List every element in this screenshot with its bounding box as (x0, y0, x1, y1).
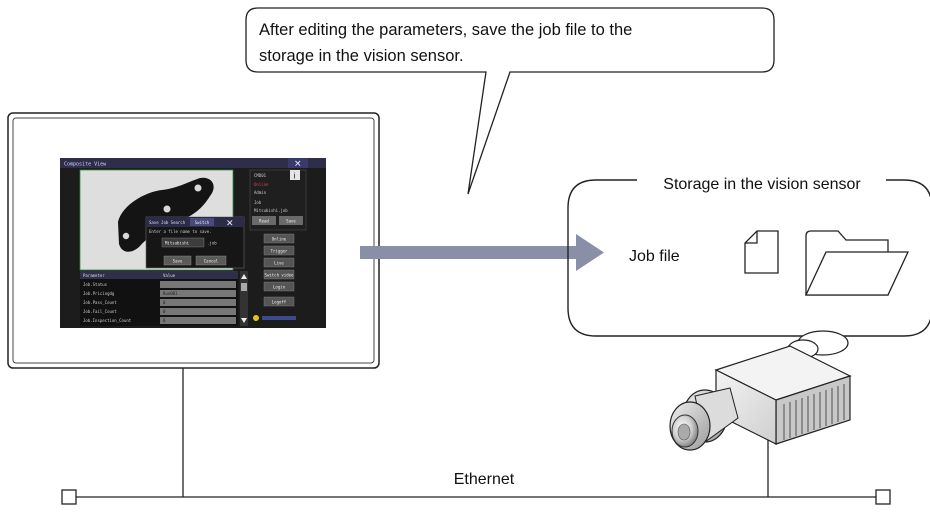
vision-sensor-camera (669, 345, 852, 497)
hmi-screen: Composite View ✕ i CMD01 Online Admin Jo… (60, 158, 326, 328)
callout-line-2: storage in the vision sensor. (259, 47, 464, 65)
row-3-value: 0 (163, 309, 166, 314)
close-icon[interactable]: ✕ (226, 218, 234, 228)
row-2-param: Job.Pass_Count (83, 300, 117, 305)
row-4-param: Job.Inspection_Count (83, 318, 132, 323)
ethernet-label: Ethernet (454, 471, 515, 488)
table-row[interactable]: Job.Pass_Count 0 (83, 299, 236, 306)
table-row[interactable]: Job.Pricingdg Run001 (83, 290, 236, 297)
side-info-3: Job (254, 200, 262, 205)
job-file-label: Job file (629, 248, 680, 265)
row-1-value: Run001 (163, 291, 178, 296)
save-job-dialog: Save Job Search Switch ✕ Enter a file na… (145, 216, 245, 269)
table-header-value: Value (163, 273, 176, 278)
dialog-tab-switch[interactable] (190, 218, 214, 226)
warning-icon (253, 315, 259, 321)
side-info-4: Mitsubishi.job (254, 208, 288, 213)
storage-title: Storage in the vision sensor (663, 176, 861, 193)
hmi-info-button[interactable] (290, 170, 300, 180)
network-terminal-right (875, 489, 891, 505)
table-row[interactable]: Job.Fail_Count 0 (83, 308, 236, 315)
storage-box: Storage in the vision sensor Job file (567, 176, 930, 337)
table-row[interactable]: Job.Inspection_Count 0 (83, 317, 236, 324)
callout-bubble: After editing the parameters, save the j… (245, 7, 775, 195)
save-job-button-label: Save (286, 219, 296, 224)
side-info-1: Online (254, 182, 269, 187)
table-header-parameter: Parameter (83, 273, 105, 278)
save-job-button[interactable] (279, 216, 303, 225)
row-2-value: 0 (163, 300, 166, 305)
filename-extension: .job (207, 241, 217, 246)
read-button-label: Read (259, 219, 269, 224)
network-terminal-left (61, 489, 77, 505)
read-button[interactable] (252, 216, 276, 225)
hmi-tools-button[interactable] (288, 158, 308, 168)
row-3-param: Job.Fail_Count (83, 309, 117, 314)
transfer-arrow (360, 234, 604, 271)
dialog-tab-label: Switch (195, 220, 210, 225)
filename-input-value: Mitsubishi (165, 241, 190, 246)
ethernet-network: Ethernet (61, 368, 891, 505)
online-button-label: Online (272, 237, 287, 242)
filename-input[interactable] (161, 237, 205, 248)
folder-icon (804, 230, 910, 296)
dialog-cancel-label: Cancel (204, 259, 219, 264)
dialog-cancel-button[interactable] (195, 255, 227, 266)
trigger-button[interactable] (263, 245, 295, 256)
dialog-save-button[interactable] (163, 255, 192, 266)
side-buttons: Online Trigger Live Switch video Login L… (263, 233, 295, 307)
table-scrollbar[interactable] (240, 271, 248, 326)
parameter-table: Parameter Value Job.Status Job.Pricingdg… (80, 271, 248, 326)
tools-icon: ✕ (294, 159, 302, 169)
info-icon: i (294, 172, 296, 181)
switch-video-button-label: Switch video (265, 273, 294, 278)
side-info-0: CMD01 (254, 173, 267, 178)
callout-line-1: After editing the parameters, save the j… (259, 21, 632, 39)
row-1-param: Job.Pricingdg (83, 291, 115, 296)
trigger-button-label: Trigger (271, 249, 288, 254)
thought-bubbles (787, 330, 849, 359)
table-row[interactable]: Job.Status (83, 281, 236, 288)
scroll-down-icon[interactable] (241, 318, 247, 323)
live-button-label: Live (274, 261, 284, 266)
dialog-prompt: Enter a file name to save. (149, 229, 212, 234)
switch-video-button[interactable] (263, 269, 295, 280)
live-button[interactable] (263, 257, 295, 268)
document-icon (744, 230, 779, 274)
online-button[interactable] (263, 233, 295, 244)
scroll-up-icon[interactable] (241, 274, 247, 279)
logoff-button-label: Logoff (272, 300, 287, 305)
workpiece-shape (118, 177, 214, 252)
logoff-button[interactable] (263, 296, 295, 307)
dialog-title: Save Job Search (149, 220, 186, 225)
login-button[interactable] (263, 281, 295, 292)
side-info-2: Admin (254, 190, 267, 195)
dialog-save-label: Save (173, 259, 183, 264)
row-0-param: Job.Status (83, 282, 108, 287)
hmi-title: Composite View (64, 162, 107, 168)
login-button-label: Login (273, 285, 286, 290)
row-4-value: 0 (163, 318, 166, 323)
